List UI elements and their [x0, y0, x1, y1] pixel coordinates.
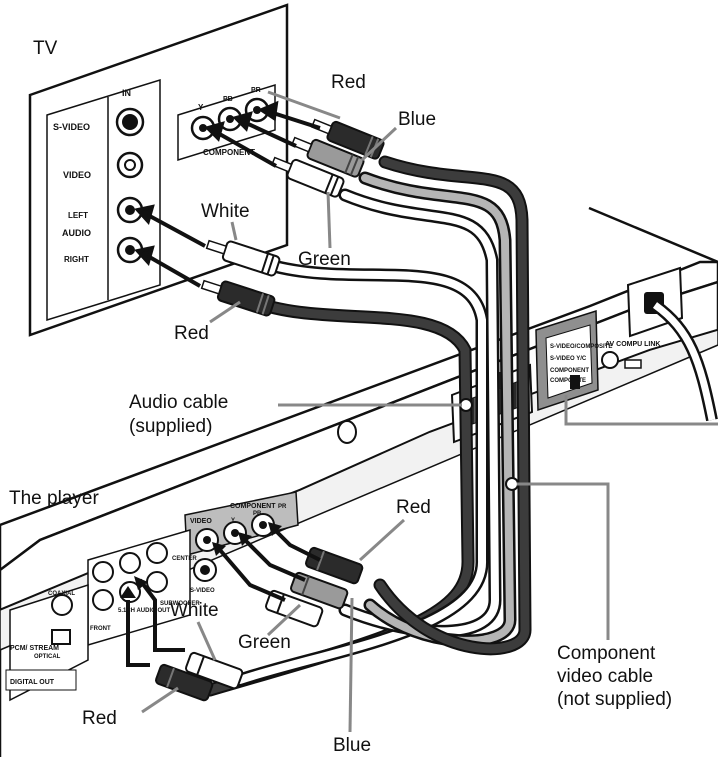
player-audio-out-label: 5.1CH AUDIO OUT: [118, 608, 170, 614]
tv-pr-label: PR: [251, 87, 261, 94]
player-label: The player: [9, 488, 99, 509]
audio-cable-label-line2: (supplied): [129, 416, 213, 437]
cables: [203, 155, 532, 697]
power-cord: [651, 300, 718, 422]
player-component-label: COMPONENT: [230, 503, 276, 510]
player-digital-out-label: DIGITAL OUT: [10, 679, 55, 686]
red-label-player-audio: Red: [82, 708, 117, 729]
switch-label-d: COMPOSITE: [550, 378, 586, 384]
tv-pb-label: PB: [223, 96, 233, 103]
player-pcm-stream-label: PCM/ STREAM: [10, 645, 59, 652]
component-cable-label-line3: (not supplied): [557, 689, 673, 710]
white-label-player: White: [170, 600, 219, 621]
blue-label-tv-top: Blue: [398, 109, 437, 130]
player-body: VIDEO COMPONENT S-VIDEO Y PB PR FRONT CE…: [0, 206, 718, 757]
blue-label-player: Blue: [333, 735, 372, 756]
player-arrows: [126, 528, 321, 667]
player-y-label: Y: [231, 518, 235, 524]
red-label-player-comp: Red: [396, 497, 431, 518]
player-subwoofer-label: SUBWOOFER: [160, 601, 200, 607]
tv-svideo-label: S-VIDEO: [53, 122, 90, 132]
audio-cable-label-line1: Audio cable: [129, 392, 229, 413]
tv-label: TV: [33, 38, 58, 59]
tv-video-label: VIDEO: [63, 170, 91, 180]
switch-label-a: S-VIDEO/COMPOSITE: [550, 344, 612, 350]
player-pr-label: PR: [278, 504, 287, 510]
tv-arrows: [134, 100, 321, 288]
player-av-compu-link-label: AV COMPU LINK: [605, 341, 660, 348]
white-label-tv: White: [201, 201, 250, 222]
tv-audio-label: AUDIO: [62, 228, 91, 238]
tv-y-label: Y: [198, 103, 204, 112]
tv-in-label: IN: [122, 88, 131, 98]
component-cable-label-line2: video cable: [557, 666, 654, 687]
leader-lines: [141, 90, 718, 733]
tv-right-label: RIGHT: [64, 255, 89, 264]
player-coaxial-label: COAXIAL: [48, 591, 75, 597]
tv-left-label: LEFT: [68, 211, 88, 220]
player-video-jack-label: VIDEO: [190, 518, 212, 525]
player-front-label: FRONT: [90, 626, 111, 632]
tv-component-label: COMPONENT: [203, 148, 255, 157]
red-label-tv-audio: Red: [174, 323, 209, 344]
green-label-tv: Green: [298, 249, 351, 270]
player-pb-label: PB: [253, 511, 262, 517]
red-label-tv-top: Red: [331, 72, 366, 93]
player-optical-label: OPTICAL: [34, 654, 61, 660]
player-svideo-label: S-VIDEO: [190, 588, 215, 594]
component-cable-label-line1: Component: [557, 643, 656, 664]
player-plugs: [155, 546, 364, 702]
switch-label-c: COMPONENT: [550, 368, 589, 374]
tv-plugs: [200, 118, 385, 317]
tv-panel: IN S-VIDEO VIDEO LEFT AUDIO RIGHT Y PB P…: [28, 3, 289, 337]
switch-label-b: S-VIDEO Y/C: [550, 356, 587, 362]
player-center-label: CENTER: [172, 556, 197, 562]
player-arrow-heads: [120, 522, 282, 598]
green-label-player: Green: [238, 632, 291, 653]
